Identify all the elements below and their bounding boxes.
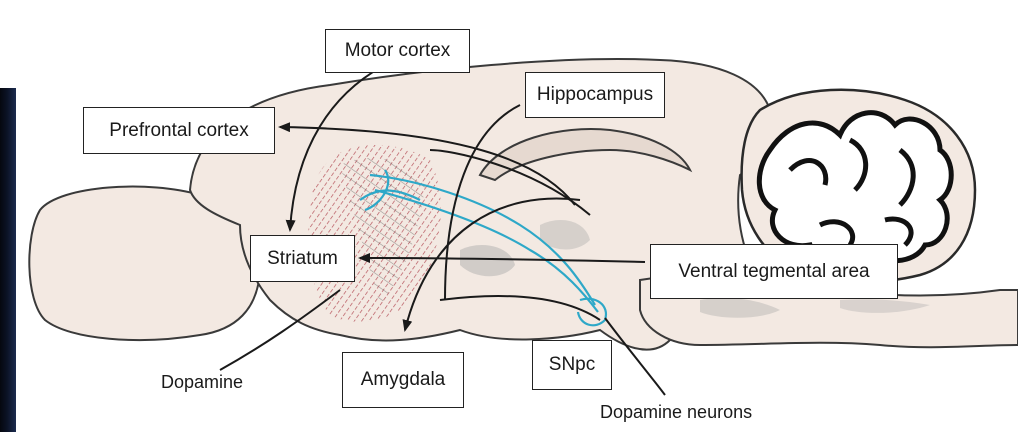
label-striatum: Striatum xyxy=(250,235,355,282)
label-prefrontal-cortex: Prefrontal cortex xyxy=(83,107,275,154)
label-snpc: SNpc xyxy=(532,340,612,390)
label-dopamine: Dopamine xyxy=(161,372,243,393)
label-hippocampus: Hippocampus xyxy=(525,72,665,118)
label-amygdala: Amygdala xyxy=(342,352,464,408)
label-dopamine-neurons: Dopamine neurons xyxy=(600,402,752,423)
label-motor-cortex: Motor cortex xyxy=(325,29,470,73)
label-ventral-tegmental-area: Ventral tegmental area xyxy=(650,244,898,299)
